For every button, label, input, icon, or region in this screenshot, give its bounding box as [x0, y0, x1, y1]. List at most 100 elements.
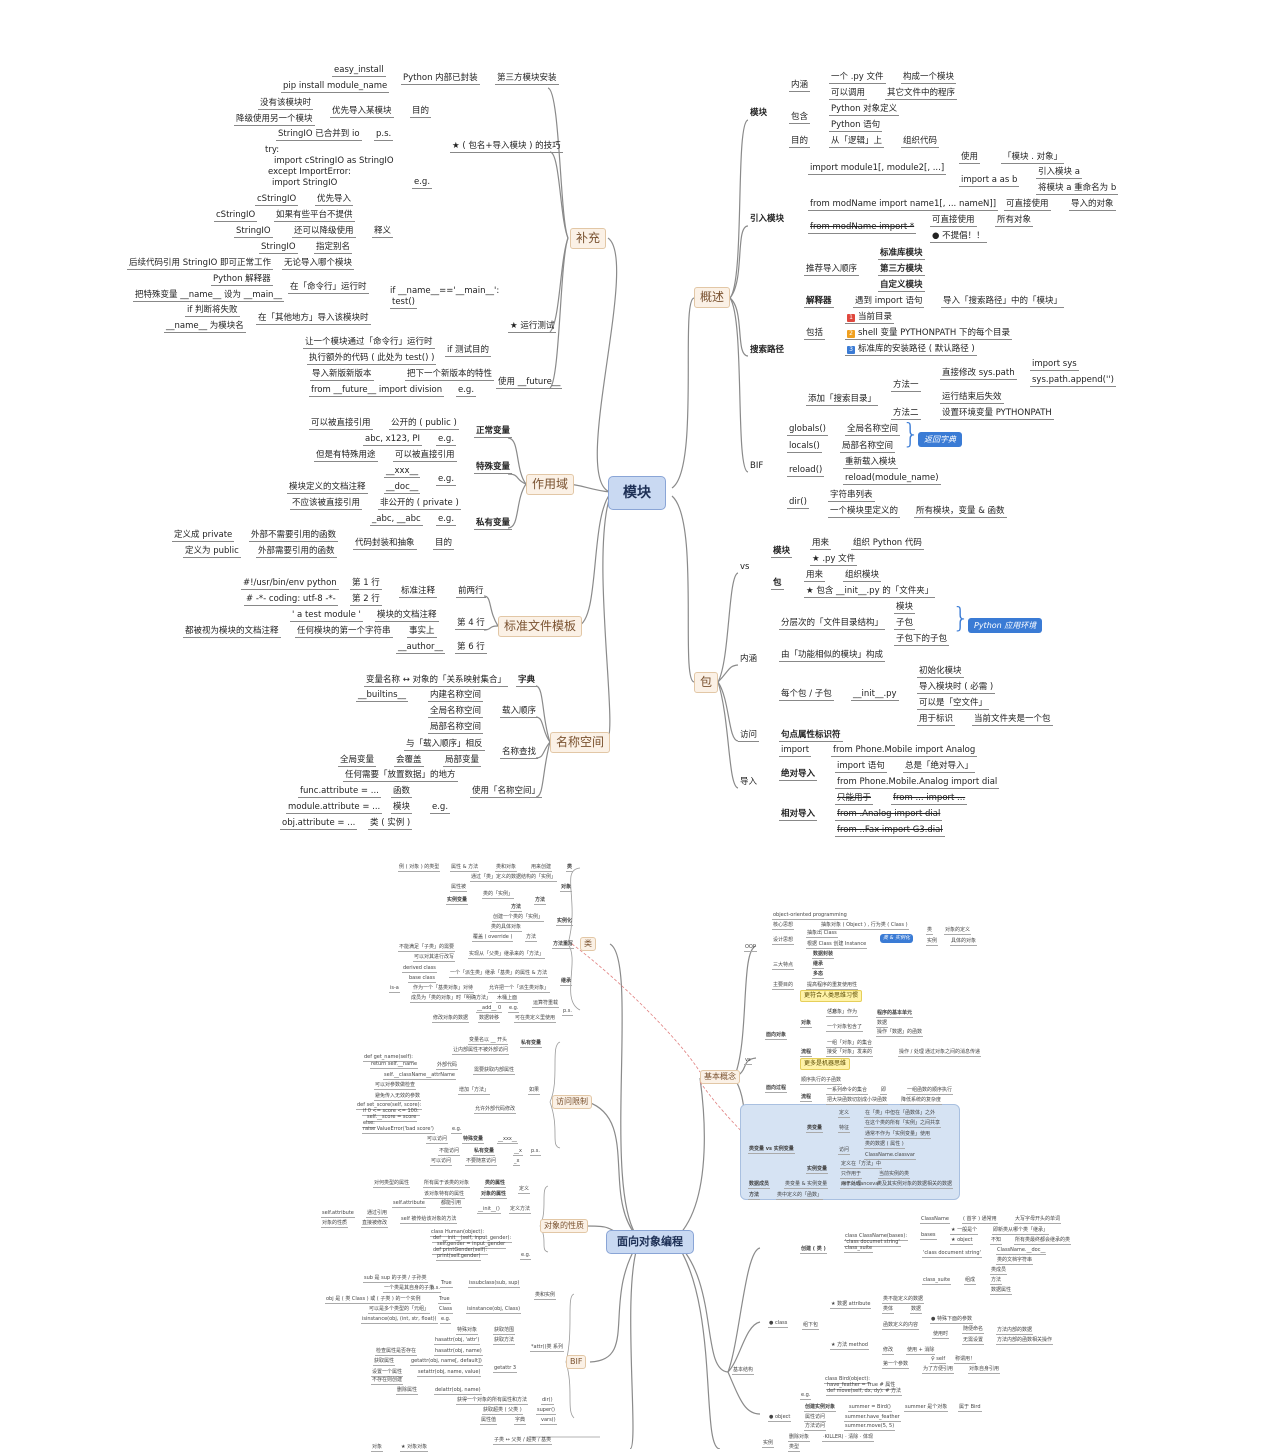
mindmap-node-small[interactable]: def printGender(self): [432, 1247, 489, 1255]
mindmap-node[interactable]: 直接修改 sys.path [940, 368, 1017, 380]
mindmap-node[interactable]: 添加「搜索目录」 [806, 394, 879, 406]
mindmap-node-small[interactable]: 方法内部的数据 [996, 1327, 1034, 1335]
mindmap-node-small[interactable]: 特征 [838, 1125, 851, 1133]
mindmap-node[interactable]: if __name__=='__main__': [388, 286, 501, 297]
mindmap-node-small[interactable]: 不存在则创建 [371, 1377, 404, 1385]
mindmap-node-small[interactable]: raise ValueError('bad score') [362, 1126, 435, 1134]
mindmap-node[interactable]: 方法一 [891, 380, 921, 392]
branch-bif[interactable]: BIF [566, 1355, 587, 1369]
mindmap-node-small[interactable]: 抽象出 Class [806, 930, 838, 938]
mindmap-node-small[interactable]: setattr(obj, name, value) [417, 1369, 482, 1377]
mindmap-node[interactable]: import a as b [959, 175, 1020, 187]
mindmap-node[interactable]: 载入顺序 [500, 706, 539, 718]
mindmap-node-small[interactable]: 组成 [964, 1277, 977, 1285]
mindmap-node-small[interactable]: 方法 [990, 1277, 1003, 1285]
mindmap-node-small[interactable]: 继承 [560, 978, 573, 986]
mindmap-node[interactable]: __init__.py [851, 689, 899, 701]
mindmap-node-small[interactable]: 顺序执行的子函数 [800, 1077, 843, 1085]
mindmap-node[interactable]: 让一个模块通过「命令行」运行时 [303, 337, 435, 349]
mindmap-node[interactable]: 可以被直接引用 [309, 418, 373, 430]
mindmap-node-small[interactable]: e.g. [800, 1392, 812, 1400]
mindmap-node-small[interactable]: 通过对象之间的消息传递 [924, 1049, 982, 1057]
mindmap-node[interactable]: StringIO [234, 226, 273, 238]
mindmap-node-small[interactable]: 允许把一个「派生类对象」 [488, 985, 551, 993]
mindmap-node-small[interactable]: 数据 [910, 1306, 923, 1314]
mindmap-node-small[interactable]: 'class documet string' [844, 1239, 901, 1247]
mindmap-node[interactable]: 推荐导入顺序 [804, 264, 860, 276]
mindmap-node-small[interactable]: 数据成员 [748, 1181, 771, 1189]
mindmap-node-small[interactable]: 实例化 [556, 918, 574, 926]
mindmap-node[interactable]: 初始化模块 [917, 666, 964, 678]
mindmap-node[interactable]: 运行结束后失效 [940, 392, 1004, 404]
mindmap-node-small[interactable]: 实例 [762, 1440, 775, 1448]
mindmap-node-small[interactable]: 属于 Bird [958, 1404, 982, 1412]
mindmap-node[interactable]: __author__ [396, 642, 446, 654]
mindmap-node-small[interactable]: 对象的性质 [321, 1220, 349, 1228]
mindmap-node-starred[interactable]: ★ 运行测试 [508, 321, 557, 333]
mindmap-node-small[interactable]: isinstance(obj, (int, str, float)) [361, 1316, 438, 1324]
mindmap-node[interactable]: 只能用于 [835, 793, 874, 805]
mindmap-node-small[interactable]: self.__score = score [366, 1114, 418, 1122]
mindmap-node[interactable]: 包括 [804, 328, 826, 340]
mindmap-node-small[interactable]: 实例变量 [806, 1166, 829, 1174]
mindmap-node[interactable]: 方法二 [891, 408, 921, 420]
mindmap-node-small[interactable]: class Bird(object): [824, 1376, 871, 1384]
mindmap-node-small[interactable]: 实例 [926, 938, 939, 946]
mindmap-node-small[interactable]: 类成员 [990, 1267, 1008, 1275]
mindmap-node-small[interactable]: ● object [768, 1414, 792, 1422]
mindmap-node-small[interactable]: 对象的属性 [480, 1191, 508, 1199]
mindmap-node-small[interactable]: 通常不作为「实例变量」使用 [864, 1131, 932, 1139]
mindmap-node[interactable]: 第 6 行 [455, 642, 487, 654]
mindmap-node-small[interactable]: 提高程序的重复使用性 [806, 982, 859, 990]
mindmap-node-small[interactable]: 删除属性 [396, 1387, 419, 1395]
mindmap-node[interactable]: #!/usr/bin/env python [241, 578, 339, 590]
mindmap-node-small[interactable]: 允许外部代码修改 [474, 1106, 517, 1114]
branch-duixiang[interactable]: 对象的性质 [540, 1219, 588, 1233]
mindmap-node[interactable]: import [779, 745, 812, 757]
mindmap-node-small[interactable]: 可以对参数做检查 [374, 1082, 417, 1090]
mindmap-node-small[interactable]: ClassName [920, 1216, 950, 1224]
mindmap-node-small[interactable]: 类 [926, 927, 934, 935]
mindmap-node[interactable]: e.g. [436, 434, 457, 446]
mindmap-node-small[interactable]: 获取超类 ( 父类 ) [482, 1407, 523, 1415]
mindmap-node[interactable]: 可以调用 [829, 88, 868, 100]
mindmap-node[interactable]: 用于标识 [917, 714, 956, 726]
mindmap-node-small[interactable]: ★ object [950, 1237, 974, 1245]
mindmap-node[interactable]: 在「命令行」运行时 [288, 282, 369, 294]
mindmap-node[interactable]: 任何模块的第一个字符串 [295, 626, 393, 638]
mindmap-node-small[interactable]: def get_name(self): [363, 1054, 414, 1062]
mindmap-node-small[interactable]: 面向对象 [765, 1032, 788, 1040]
mindmap-node-small[interactable]: 可以访问 [430, 1158, 453, 1166]
mindmap-node-small[interactable]: e.g. [451, 1126, 463, 1134]
mindmap-node[interactable]: 类 ( 实例 ) [368, 818, 413, 830]
mindmap-node[interactable]: 由「功能相似的模块」构成 [779, 650, 886, 662]
mindmap-node-small[interactable]: if 0 <= score <= 100: [362, 1108, 420, 1116]
mindmap-node-small[interactable]: 定义方法 [509, 1206, 532, 1214]
mindmap-node-small[interactable]: 该对象特有的属性 [423, 1191, 466, 1199]
mindmap-node-small[interactable]: 类和实例 [534, 1292, 557, 1300]
mindmap-node[interactable]: 指定别名 [314, 242, 353, 254]
mindmap-node-small[interactable]: 子类 ↔ 父类 / 超类 / 基类 [493, 1437, 553, 1445]
mindmap-node-small[interactable]: 修改对象的数据 [432, 1015, 470, 1023]
mindmap-node-small[interactable]: 类 [566, 864, 574, 872]
mindmap-node[interactable]: e.g. [412, 177, 433, 189]
mindmap-node[interactable]: 如果有些平台不提供 [274, 210, 355, 222]
mindmap-node-small[interactable]: 成员为「类的对象」时「明确方法」 [410, 995, 493, 1003]
mindmap-node[interactable]: 把下一个新版本的特性 [405, 369, 495, 381]
mindmap-node-small[interactable]: p.s. [562, 1008, 573, 1016]
branch-fangwen[interactable]: 访问限制 [552, 1095, 592, 1109]
mindmap-node-small[interactable]: 类不能定义的数据 [882, 1296, 925, 1304]
mindmap-node[interactable]: 事实上 [407, 626, 437, 638]
mindmap-node-small[interactable]: True [438, 1296, 451, 1304]
mindmap-node-small[interactable]: return self.__name [370, 1061, 419, 1069]
mindmap-node-small[interactable]: _x [513, 1158, 521, 1166]
mindmap-node[interactable]: StringIO [259, 242, 298, 254]
mindmap-node[interactable]: 导入的对象 [1069, 199, 1116, 211]
mindmap-node[interactable]: Python 解释器 [211, 274, 273, 286]
mindmap-node[interactable]: 模块 [391, 802, 413, 814]
mindmap-node[interactable]: 还可以降级使用 [292, 226, 356, 238]
mindmap-node-small[interactable]: 使用时 [932, 1331, 950, 1339]
mindmap-node-small[interactable]: 方法 [510, 904, 523, 912]
mindmap-node[interactable]: 非公开的 ( private ) [378, 498, 461, 510]
mindmap-node-small[interactable]: 不要随意访问 [465, 1158, 498, 1166]
